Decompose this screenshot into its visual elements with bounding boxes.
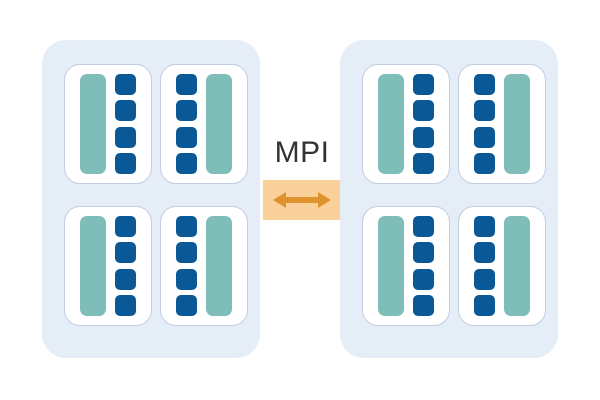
core-unit <box>176 294 197 316</box>
core-unit <box>413 294 434 316</box>
core-unit <box>115 100 136 122</box>
core-unit <box>474 242 495 264</box>
core-unit <box>474 216 495 237</box>
core-column <box>115 74 136 174</box>
core-column <box>413 216 434 316</box>
node-card-top-left <box>64 64 152 184</box>
core-unit <box>474 100 495 122</box>
core-unit <box>413 216 434 237</box>
node-card-bottom-left <box>64 206 152 326</box>
memory-bar <box>504 216 530 316</box>
memory-bar <box>206 74 232 174</box>
core-unit <box>115 152 136 174</box>
core-unit <box>474 152 495 174</box>
core-unit <box>115 216 136 237</box>
core-unit <box>115 268 136 290</box>
node-card-bottom-right <box>160 206 248 326</box>
core-unit <box>413 74 434 95</box>
core-column <box>474 74 495 174</box>
core-unit <box>115 294 136 316</box>
core-unit <box>115 242 136 264</box>
double-headed-arrow-icon <box>271 189 333 211</box>
core-unit <box>176 100 197 122</box>
core-unit <box>474 294 495 316</box>
memory-bar <box>378 74 404 174</box>
core-unit <box>413 152 434 174</box>
core-unit <box>474 268 495 290</box>
core-unit <box>115 74 136 95</box>
node-card-top-right <box>160 64 248 184</box>
memory-bar <box>206 216 232 316</box>
core-unit <box>176 126 197 148</box>
left-node-group <box>42 40 260 358</box>
node-card-top-left <box>362 64 450 184</box>
node-card-bottom-right <box>458 206 546 326</box>
core-column <box>176 216 197 316</box>
core-column <box>413 74 434 174</box>
core-unit <box>176 216 197 237</box>
core-unit <box>176 268 197 290</box>
right-node-group <box>340 40 558 358</box>
core-unit <box>176 242 197 264</box>
mpi-link-box <box>263 180 341 220</box>
core-column <box>176 74 197 174</box>
memory-bar <box>80 74 106 174</box>
core-unit <box>413 126 434 148</box>
core-column <box>115 216 136 316</box>
core-unit <box>474 126 495 148</box>
core-unit <box>413 242 434 264</box>
core-unit <box>176 152 197 174</box>
core-column <box>474 216 495 316</box>
core-unit <box>176 74 197 95</box>
core-unit <box>413 100 434 122</box>
memory-bar <box>80 216 106 316</box>
node-card-top-right <box>458 64 546 184</box>
node-card-bottom-left <box>362 206 450 326</box>
core-unit <box>115 126 136 148</box>
memory-bar <box>378 216 404 316</box>
core-unit <box>413 268 434 290</box>
mpi-link-label: MPI <box>274 136 330 169</box>
memory-bar <box>504 74 530 174</box>
core-unit <box>474 74 495 95</box>
